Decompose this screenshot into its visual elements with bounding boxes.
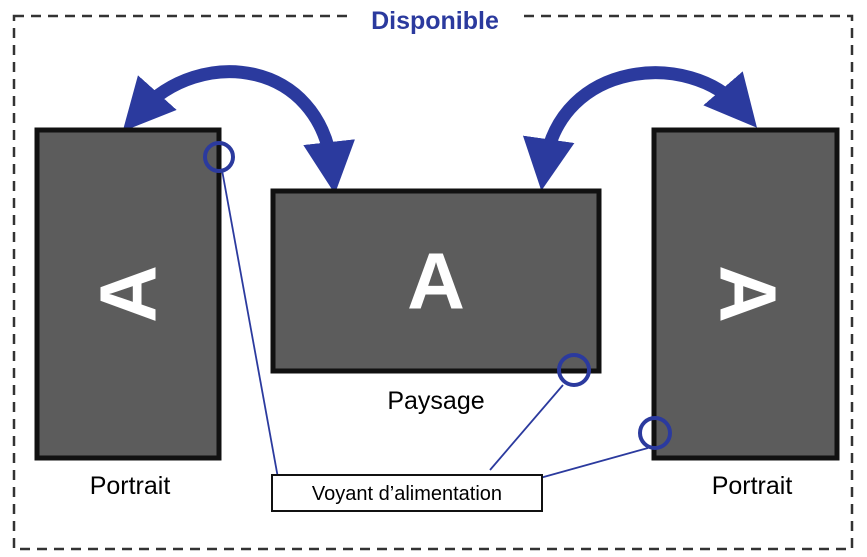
diagram-title: Disponible — [371, 7, 499, 35]
title-background — [352, 4, 518, 36]
leader-line-left — [221, 169, 279, 479]
caption-portrait-right: Portrait — [712, 472, 793, 500]
rotate-arrow-right — [522, 66, 758, 191]
monitor-portrait-right: A — [638, 127, 840, 461]
callout-label: Voyant d’alimentation — [312, 483, 502, 505]
leader-line-center — [489, 384, 564, 471]
rotate-arrow-left — [122, 65, 355, 194]
dashed-border — [12, 14, 854, 551]
leader-line-right — [539, 447, 649, 479]
monitor-screen — [651, 127, 840, 461]
monitor-letter: A — [84, 265, 173, 323]
callout-box — [271, 474, 543, 512]
monitor-landscape-center: A — [270, 188, 602, 387]
monitor-portrait-left: A — [34, 127, 235, 461]
monitor-screen — [34, 127, 222, 461]
monitor-letter: A — [704, 265, 793, 323]
power-led-indicator — [638, 416, 672, 450]
monitor-letter: A — [407, 237, 465, 326]
caption-landscape: Paysage — [387, 387, 484, 415]
power-led-indicator — [203, 141, 235, 173]
callout-power-led: Voyant d’alimentation — [271, 474, 543, 512]
caption-portrait-left: Portrait — [90, 472, 171, 500]
power-led-indicator — [557, 353, 591, 387]
monitor-screen — [270, 188, 602, 374]
